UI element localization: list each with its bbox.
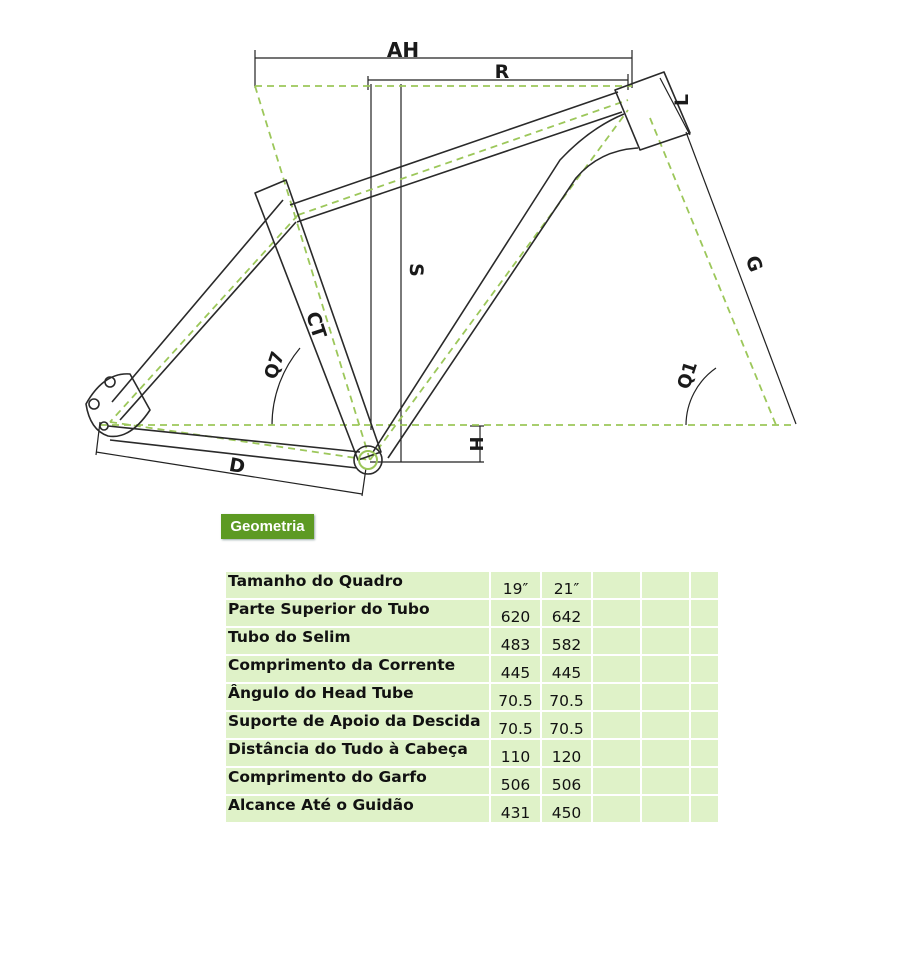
- row-label: Comprimento da Corrente: [226, 656, 489, 682]
- table-row: Comprimento do Garfo 506 506: [226, 768, 718, 794]
- label-d: D: [227, 454, 246, 478]
- value-cell: 642: [542, 600, 591, 626]
- empty-cell: [642, 740, 689, 766]
- row-label: Tamanho do Quadro: [226, 572, 489, 598]
- value-cell: 431: [491, 796, 540, 822]
- label-ah: AH: [387, 38, 419, 62]
- table-row: Ângulo do Head Tube 70.5 70.5: [226, 684, 718, 710]
- value-cell: 483: [491, 628, 540, 654]
- empty-cell: [642, 768, 689, 794]
- empty-cell: [593, 684, 640, 710]
- value-cell: 21″: [542, 572, 591, 598]
- head-tube: [614, 71, 691, 151]
- value-cell: 70.5: [491, 684, 540, 710]
- value-cell: 70.5: [542, 712, 591, 738]
- empty-cell: [691, 572, 718, 598]
- label-s: S: [405, 263, 427, 277]
- table-row: Tamanho do Quadro 19″ 21″: [226, 572, 718, 598]
- value-cell: 620: [491, 600, 540, 626]
- row-label: Distância do Tudo à Cabeça: [226, 740, 489, 766]
- empty-cell: [691, 712, 718, 738]
- table-row: Suporte de Apoio da Descida 70.5 70.5: [226, 712, 718, 738]
- label-h: H: [465, 436, 486, 451]
- empty-cell: [691, 768, 718, 794]
- geometry-table: Tamanho do Quadro 19″ 21″ Parte Superior…: [224, 570, 720, 824]
- row-label: Ângulo do Head Tube: [226, 684, 489, 710]
- value-cell: 19″: [491, 572, 540, 598]
- empty-cell: [642, 684, 689, 710]
- value-cell: 120: [542, 740, 591, 766]
- empty-cell: [642, 796, 689, 822]
- empty-cell: [593, 768, 640, 794]
- frame-geometry-diagram: AH R L S G CT Q7 Q1 H D: [85, 38, 797, 497]
- value-cell: 110: [491, 740, 540, 766]
- top-tube: [289, 91, 623, 223]
- empty-cell: [593, 628, 640, 654]
- dropout-axle: [99, 421, 109, 431]
- dropout-bolt-upper: [104, 376, 116, 388]
- seat-tube: [254, 179, 382, 461]
- label-q7: Q7: [260, 349, 289, 382]
- rear-dropout: [85, 373, 151, 438]
- table-row: Distância do Tudo à Cabeça 110 120: [226, 740, 718, 766]
- value-cell: 445: [542, 656, 591, 682]
- bottom-bracket: [353, 445, 383, 475]
- value-cell: 70.5: [491, 712, 540, 738]
- table-row: Parte Superior do Tubo 620 642: [226, 600, 718, 626]
- empty-cell: [642, 656, 689, 682]
- value-cell: 582: [542, 628, 591, 654]
- empty-cell: [593, 572, 640, 598]
- dimension-lines: [95, 50, 797, 497]
- row-label: Alcance Até o Guidão: [226, 796, 489, 822]
- value-cell: 506: [542, 768, 591, 794]
- down-tube: [372, 113, 639, 459]
- empty-cell: [691, 628, 718, 654]
- bottom-bracket-inner: [358, 450, 378, 470]
- empty-cell: [593, 796, 640, 822]
- empty-cell: [642, 600, 689, 626]
- chain-stay: [107, 425, 361, 469]
- frame-outline: [85, 71, 691, 475]
- value-cell: 506: [491, 768, 540, 794]
- value-cell: 70.5: [542, 684, 591, 710]
- row-label: Tubo do Selim: [226, 628, 489, 654]
- label-ct: CT: [301, 309, 330, 341]
- empty-cell: [642, 628, 689, 654]
- empty-cell: [593, 656, 640, 682]
- table-row: Comprimento da Corrente 445 445: [226, 656, 718, 682]
- row-label: Parte Superior do Tubo: [226, 600, 489, 626]
- table-row: Tubo do Selim 483 582: [226, 628, 718, 654]
- value-cell: 445: [491, 656, 540, 682]
- row-label: Comprimento do Garfo: [226, 768, 489, 794]
- empty-cell: [691, 600, 718, 626]
- empty-cell: [691, 740, 718, 766]
- empty-cell: [642, 572, 689, 598]
- label-g: G: [741, 253, 767, 275]
- empty-cell: [691, 656, 718, 682]
- value-cell: 450: [542, 796, 591, 822]
- label-l: L: [671, 94, 693, 106]
- seat-stay: [111, 199, 297, 421]
- row-label: Suporte de Apoio da Descida: [226, 712, 489, 738]
- empty-cell: [593, 740, 640, 766]
- empty-cell: [691, 684, 718, 710]
- geometry-badge: Geometria: [221, 514, 314, 539]
- label-r: R: [495, 61, 510, 83]
- empty-cell: [691, 796, 718, 822]
- table-row: Alcance Até o Guidão 431 450: [226, 796, 718, 822]
- dropout-bolt: [88, 398, 100, 410]
- empty-cell: [593, 712, 640, 738]
- empty-cell: [593, 600, 640, 626]
- centerlines: [100, 85, 792, 461]
- empty-cell: [642, 712, 689, 738]
